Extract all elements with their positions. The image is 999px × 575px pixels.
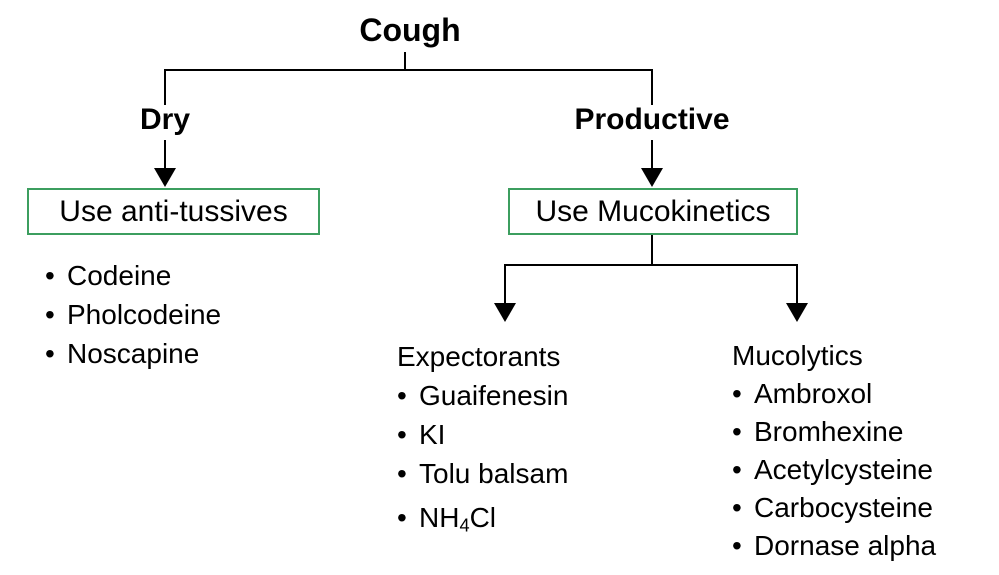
- mucolytics-list: Mucolytics • Ambroxol • Bromhexine • Acetyl…: [732, 337, 936, 565]
- arrow-productive-shaft: [651, 140, 653, 170]
- bullet-icon: •: [45, 299, 55, 330]
- box-anti-tussives: Use anti-tussives: [27, 188, 320, 235]
- list-item: • Carbocysteine: [732, 489, 936, 527]
- list-item: • Tolu balsam: [397, 454, 568, 493]
- branch-label-dry: Dry: [139, 103, 191, 136]
- bullet-icon: •: [397, 419, 407, 450]
- list-item: • Acetylcysteine: [732, 451, 936, 489]
- bullet-icon: •: [732, 416, 742, 447]
- arrow-dry-shaft: [164, 140, 166, 170]
- bullet-icon: •: [397, 458, 407, 489]
- bullet-icon: •: [732, 492, 742, 523]
- drug-name: Pholcodeine: [67, 299, 222, 330]
- list-item: • Dornase alpha: [732, 527, 936, 565]
- list-item: • Noscapine: [45, 334, 221, 373]
- expectorants-heading: Expectorants: [397, 341, 561, 372]
- expectorants-list: Expectorants • Guaifenesin • KI • Tolu bals…: [397, 337, 568, 546]
- bullet-icon: •: [45, 260, 55, 291]
- arrow-mucolytics-head-icon: [786, 303, 808, 322]
- drug-name: Noscapine: [67, 338, 200, 369]
- bullet-icon: •: [732, 378, 742, 409]
- connector-cough-stub: [404, 52, 406, 70]
- box-mucokinetics: Use Mucokinetics: [508, 188, 798, 235]
- mucolytics-heading: Mucolytics: [732, 340, 863, 371]
- connector-top-horizontal: [164, 69, 653, 71]
- drug-name: Dornase alpha: [754, 530, 937, 561]
- drug-name: Ambroxol: [754, 378, 873, 409]
- list-item: • NH4Cl: [397, 498, 568, 546]
- anti-tussives-list: • Codeine • Pholcodeine • Noscapine: [45, 256, 221, 373]
- bullet-icon: •: [45, 338, 55, 369]
- bullet-icon: •: [397, 502, 407, 533]
- arrow-expectorants-shaft: [504, 264, 506, 305]
- arrow-productive-head-icon: [641, 168, 663, 187]
- bullet-icon: •: [732, 454, 742, 485]
- drug-name: KI: [419, 419, 446, 450]
- drug-name: Codeine: [67, 260, 172, 291]
- drug-name: Guaifenesin: [419, 380, 569, 411]
- connector-mucokinetics-stub: [651, 235, 653, 266]
- arrow-dry-head-icon: [154, 168, 176, 187]
- connector-drop-productive: [651, 69, 653, 105]
- arrow-mucolytics-shaft: [796, 264, 798, 305]
- list-item: • Codeine: [45, 256, 221, 295]
- list-item: • Pholcodeine: [45, 295, 221, 334]
- root-node-cough: Cough: [359, 12, 461, 48]
- list-item: • KI: [397, 415, 568, 454]
- drug-name: Tolu balsam: [419, 458, 569, 489]
- chem-subscript: 4: [459, 515, 470, 536]
- bullet-icon: •: [397, 380, 407, 411]
- list-item: • Ambroxol: [732, 375, 936, 413]
- list-item: • Bromhexine: [732, 413, 936, 451]
- connector-sub-horizontal: [504, 264, 798, 266]
- bullet-icon: •: [732, 530, 742, 561]
- list-item: • Guaifenesin: [397, 376, 568, 415]
- drug-name: NH4Cl: [419, 502, 497, 536]
- drug-name: Carbocysteine: [754, 492, 933, 523]
- branch-label-productive: Productive: [574, 103, 730, 136]
- arrow-expectorants-head-icon: [494, 303, 516, 322]
- drug-name: Bromhexine: [754, 416, 904, 447]
- drug-name: Acetylcysteine: [754, 454, 933, 485]
- connector-drop-dry: [164, 69, 166, 105]
